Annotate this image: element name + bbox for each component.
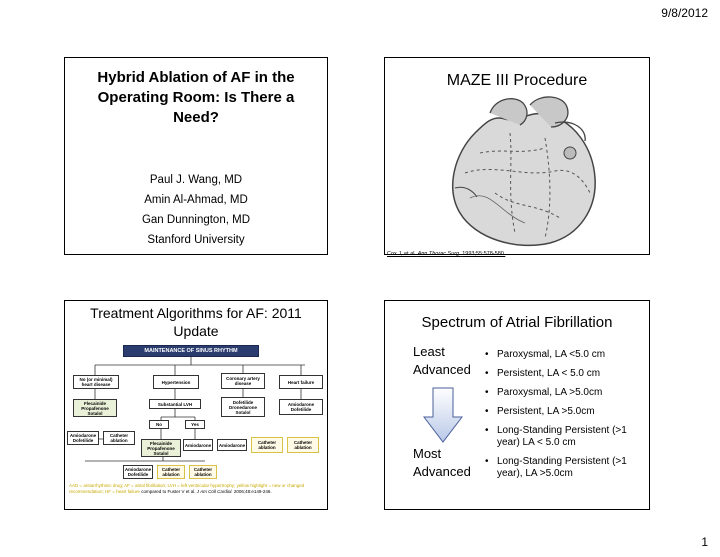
node-amio-dof-3: Amiodarone Dofetilide [123, 465, 153, 479]
node-no-heart-disease: No (or minimal) heart disease [73, 375, 119, 389]
footnote-abbreviations: AAD = antiarrhythmic drug; AF = atrial f… [69, 483, 305, 494]
slide-spectrum: Spectrum of Atrial Fibrillation Least Ad… [384, 300, 650, 510]
footnote-compare: compared to Fuster V et al. [141, 489, 196, 494]
footnote-journal: J Am Coll Cardiol. [196, 489, 233, 494]
list-item: Paroxysmal, LA <5.0 cm [485, 349, 650, 361]
slide2-title: MAZE III Procedure [446, 72, 588, 89]
least-advanced-label: Least Advanced [413, 344, 471, 377]
heart-illustration [452, 96, 596, 247]
af-spectrum-list: Paroxysmal, LA <5.0 cm Persistent, LA < … [485, 349, 650, 487]
node-heart-failure: Heart failure [279, 375, 323, 389]
slide4-title: Spectrum of Atrial Fibrillation [421, 314, 613, 331]
node-amiodarone-1: Amiodarone [183, 439, 213, 451]
list-item: Paroxysmal, LA >5.0cm [485, 387, 650, 399]
citation-journal: Ann Thorac Surg. [417, 251, 461, 257]
most-advanced-label: Most Advanced [413, 446, 471, 479]
print-date: 9/8/2012 [661, 6, 708, 20]
node-catheter-3: Catheter ablation [287, 437, 319, 453]
node-substantial-lvh: Substantial LVH [149, 399, 201, 409]
node-amiodarone-2: Amiodarone [217, 439, 247, 451]
slide3-title: Treatment Algorithms for AF: 2011 Update [90, 305, 302, 339]
node-maintenance: MAINTENANCE OF SINUS RHYTHM [123, 345, 259, 357]
author-institution: Stanford University [147, 234, 245, 246]
node-no: No [149, 420, 169, 429]
author-2: Amin Al-Ahmad, MD [144, 194, 248, 206]
footnote-ref: 2006;48:e149-246. [233, 489, 272, 494]
node-catheter-5: Catheter ablation [189, 465, 217, 479]
maze-citation: Cox J, et al. Ann Thorac Surg. 1993;55:5… [387, 251, 505, 257]
node-catheter-1: Catheter ablation [103, 431, 135, 445]
node-amio-dof-2: Amiodarone Dofetilide [67, 431, 99, 445]
node-dofetilide: Dofetilide Dronedarone Sotalol [221, 397, 265, 417]
slide-maze: MAZE III Procedure Cox J, et al. Ann Tho… [384, 57, 650, 257]
citation-authors: Cox J, et al. [387, 251, 417, 257]
author-list: Paul J. Wang, MD Amin Al-Ahmad, MD Gan D… [65, 170, 327, 250]
list-item: Long-Standing Persistent (>1 year) LA < … [485, 425, 650, 449]
list-item: Persistent, LA >5.0cm [485, 406, 650, 418]
page-number: 1 [701, 535, 708, 549]
node-cad: Coronary artery disease [221, 373, 265, 389]
node-flecainide-2: Flecainide Propafenone Sotalol [141, 439, 181, 457]
node-catheter-2: Catheter ablation [251, 437, 283, 453]
node-amio-dof-1: Amiodarone Dofetilide [279, 399, 323, 415]
node-yes: Yes [185, 420, 205, 429]
node-hypertension: Hypertension [153, 375, 199, 389]
author-1: Paul J. Wang, MD [149, 174, 243, 186]
citation-ref: 1993;55:578-580. [462, 251, 506, 257]
slide-treatment-algorithm: Treatment Algorithms for AF: 2011 Update [64, 300, 328, 510]
list-item: Persistent, LA < 5.0 cm [485, 368, 650, 380]
node-flecainide-1: Flecainide Propafenone Sotalol [73, 399, 117, 417]
node-catheter-4: Catheter ablation [157, 465, 185, 479]
list-item: Long-Standing Persistent (>1 year), LA >… [485, 456, 650, 480]
slide1-title: Hybrid Ablation of AF in the Operating R… [97, 69, 295, 126]
algorithm-footnote: AAD = antiarrhythmic drug; AF = atrial f… [69, 483, 321, 495]
flowchart: MAINTENANCE OF SINUS RHYTHM No (or minim… [65, 341, 327, 511]
slide-title: Hybrid Ablation of AF in the Operating R… [64, 57, 328, 255]
dofetilide-sub: Dronedarone Sotalol [228, 404, 257, 415]
down-arrow-icon [423, 387, 463, 443]
author-3: Gan Dunnington, MD [141, 214, 251, 226]
dofetilide-label: Dofetilide [232, 399, 254, 405]
